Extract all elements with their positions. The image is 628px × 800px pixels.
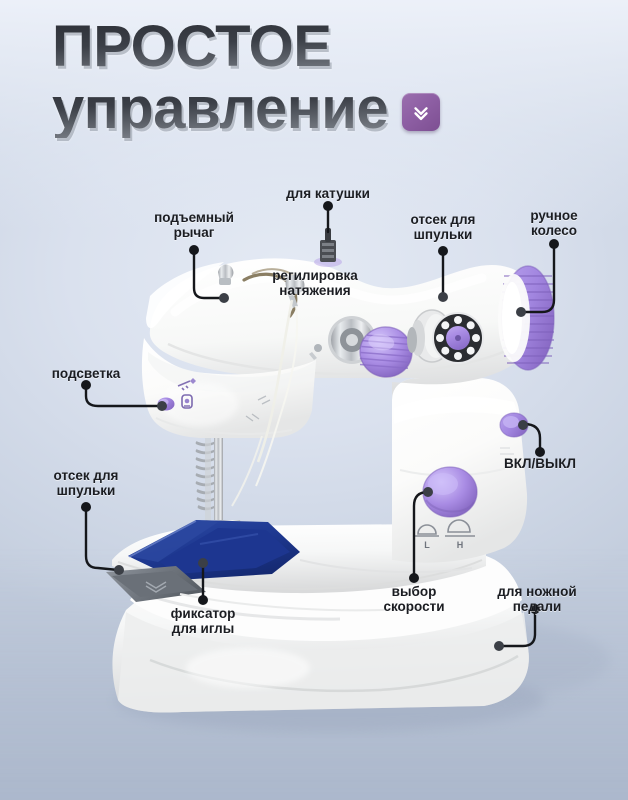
callout-bobbin-compartment-bottom: отсек для шпульки (53, 468, 119, 498)
callout-light: подсветка (51, 366, 121, 381)
title-line-2: управление (52, 76, 389, 141)
page-title: ПРОСТОЕ управление (52, 18, 522, 138)
callout-lifting-lever: подъемный рычаг (154, 210, 234, 240)
callout-spool-pin: для катушки (286, 186, 370, 201)
callout-power-switch: ВКЛ/ВЫКЛ (504, 456, 576, 471)
background-haze (0, 0, 628, 230)
double-chevron-down-icon (402, 93, 441, 131)
svg-text:H: H (457, 540, 464, 550)
callout-speed-select: выбор скорости (383, 584, 445, 614)
svg-text:L: L (424, 540, 430, 550)
callout-bobbin-compartment-top: отсек для шпульки (410, 212, 476, 242)
callout-handwheel: ручное колесо (530, 208, 578, 238)
callout-tension-adjust: регилировка натяжения (272, 268, 358, 298)
title-line-1: ПРОСТОЕ (52, 18, 522, 76)
callout-needle-clamp: фиксатор для иглы (170, 606, 236, 636)
callout-foot-pedal-port: для ножной педали (497, 584, 577, 614)
